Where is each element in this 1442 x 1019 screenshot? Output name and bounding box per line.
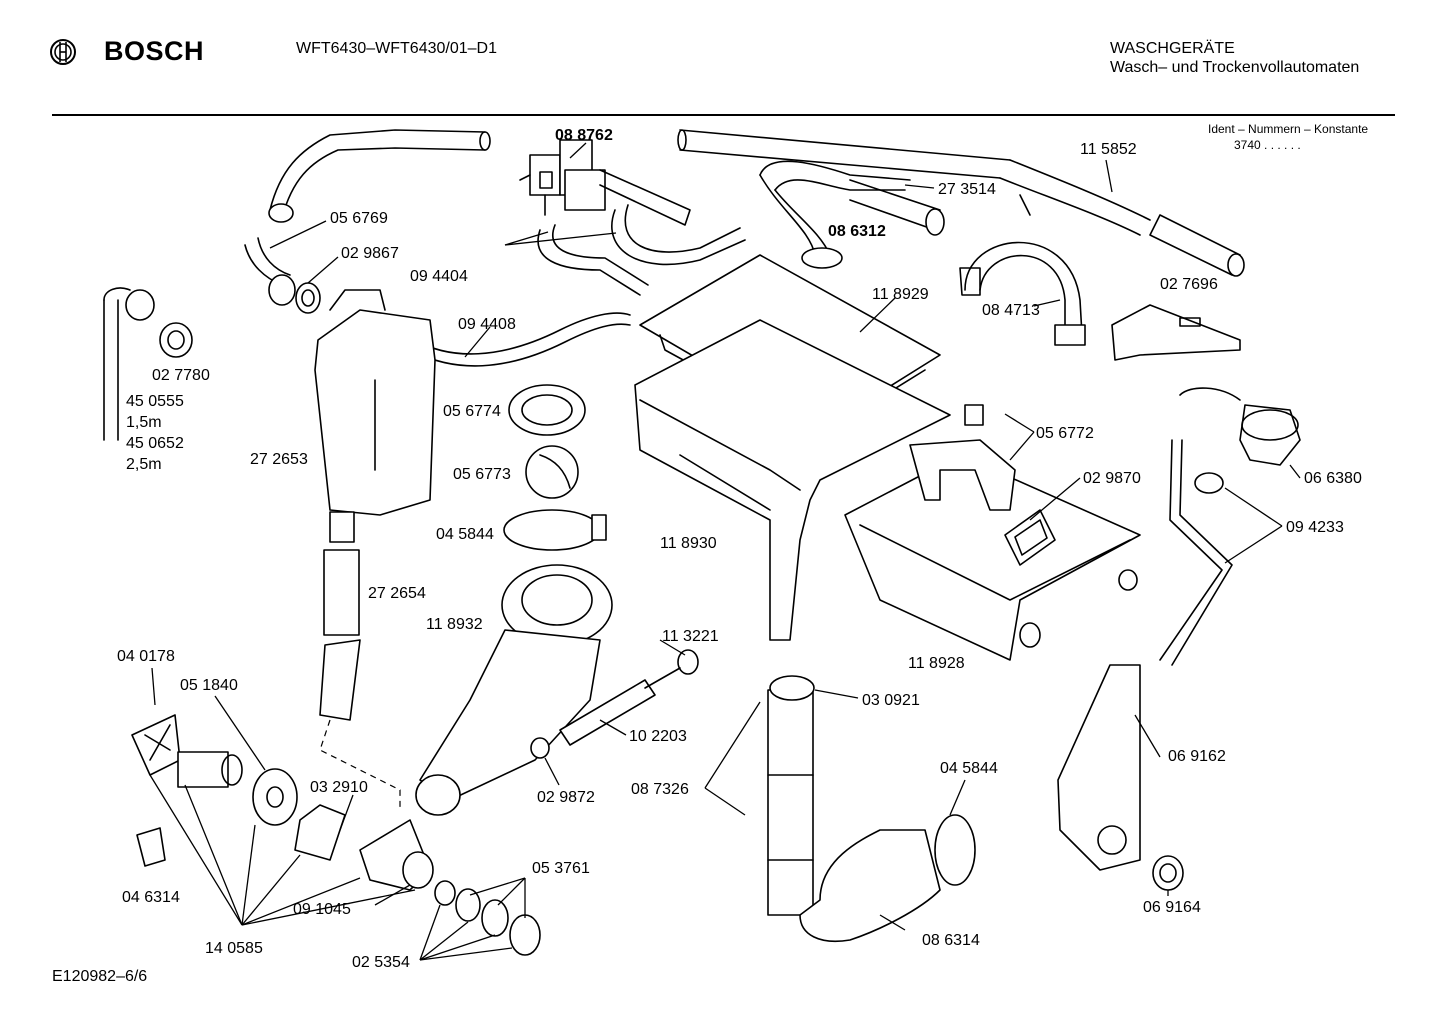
fan-040178 [131,714,181,776]
label-118930: 11 8930 [660,535,717,552]
label-088762: 08 8762 [555,127,613,144]
label-069162: 06 9162 [1168,748,1226,765]
clip-046314 [136,827,166,867]
pipe-087326 [767,675,815,916]
clamp-045844a [503,509,607,551]
motor-051840 [177,751,243,788]
category-subtitle: Wasch– und Trockenvollautomaten [1110,59,1360,76]
leader-lines [149,142,1301,961]
seals-053761 [434,880,541,956]
category-title: WASCHGERÄTE [1110,40,1235,57]
bosch-armature-icon [50,39,76,65]
label-length-1-5m: 1,5m [126,414,162,431]
label-056774: 05 6774 [443,403,501,420]
label-029870: 02 9870 [1083,470,1141,487]
label-086314: 08 6314 [922,932,980,949]
dispenser-drawer-118928 [844,454,1141,661]
label-102203: 10 2203 [629,728,687,745]
cover-032910 [294,804,346,861]
label-053761: 05 3761 [532,860,590,877]
label-086312: 08 6312 [828,223,886,240]
ident-value: 3740 . . . . . . [1234,138,1301,152]
seal-056774 [508,384,586,436]
pressure-switch-066380 [1179,387,1301,466]
label-056773: 05 6773 [453,466,511,483]
corrugated-hose-115852 [999,159,1151,236]
sump-118932 [415,564,613,816]
pump-091045 [359,819,434,891]
label-length-2-5m: 2,5m [126,456,162,473]
ball-056773 [525,445,579,499]
label-273514: 27 3514 [938,181,996,198]
hose-272654 [319,549,361,721]
label-045844a: 04 5844 [436,526,494,543]
label-118928: 11 8928 [908,655,965,672]
dashed-assembly-line [319,719,401,810]
container-272653 [314,289,436,543]
label-025354: 02 5354 [352,954,410,971]
bracket-084713 [959,194,1086,346]
label-032910: 03 2910 [310,779,368,796]
drawing-id: E120982–6/6 [52,968,148,985]
filter-113221 [559,649,699,746]
label-069164: 06 9164 [1143,899,1201,916]
pulley-disc [252,768,298,826]
label-084713: 08 4713 [982,302,1040,319]
model-number: WFT6430–WFT6430/01–D1 [296,40,497,57]
label-027780: 02 7780 [152,367,210,384]
hose-086314 [799,814,976,942]
brand-name: BOSCH [104,36,205,66]
label-045844b: 04 5844 [940,760,998,777]
label-029867: 02 9867 [341,245,399,262]
label-094404: 09 4404 [410,268,468,285]
hose-094233 [1159,439,1233,666]
connector-027696 [1149,214,1245,277]
label-272653: 27 2653 [250,451,308,468]
bracket-plate-right [1111,304,1241,361]
plug-056772 [909,404,1016,511]
label-030921: 03 0921 [862,692,920,709]
label-140585: 14 0585 [205,940,263,957]
label-027696: 02 7696 [1160,276,1218,293]
inlet-hose-top [677,129,1011,179]
hoses-094404 [537,169,746,296]
corrugated-hose-top-left [268,129,491,223]
ring-029867 [268,274,321,314]
label-450652: 45 0652 [126,435,184,452]
label-094233: 09 4233 [1286,519,1344,536]
label-040178: 04 0178 [117,648,175,665]
label-113221: 11 3221 [662,628,719,645]
ident-title: Ident – Nummern – Konstante [1208,122,1369,136]
label-051840: 05 1840 [180,677,238,694]
label-450555: 45 0555 [126,393,184,410]
label-056769: 05 6769 [330,210,388,227]
label-272654: 27 2654 [368,585,426,602]
gasket-029872 [530,737,550,759]
hose-273514 [759,160,945,269]
header-divider [52,114,1395,116]
label-066380: 06 6380 [1304,470,1362,487]
bracket-069162 [1057,664,1141,871]
label-094408: 09 4408 [458,316,516,333]
label-091045: 09 1045 [293,901,351,918]
grommet-069164 [1152,855,1184,891]
drain-hose-left [103,287,193,441]
label-087326: 08 7326 [631,781,689,798]
label-056772: 05 6772 [1036,425,1094,442]
label-046314: 04 6314 [122,889,180,906]
label-118929: 11 8929 [872,286,929,303]
label-115852: 11 5852 [1080,141,1137,158]
tub-118930 [634,319,951,641]
seal-029870 [1004,509,1056,566]
hose-094408 [414,312,631,367]
label-029872: 02 9872 [537,789,595,806]
valve-088762 [519,139,606,216]
label-118932: 11 8932 [426,616,483,633]
